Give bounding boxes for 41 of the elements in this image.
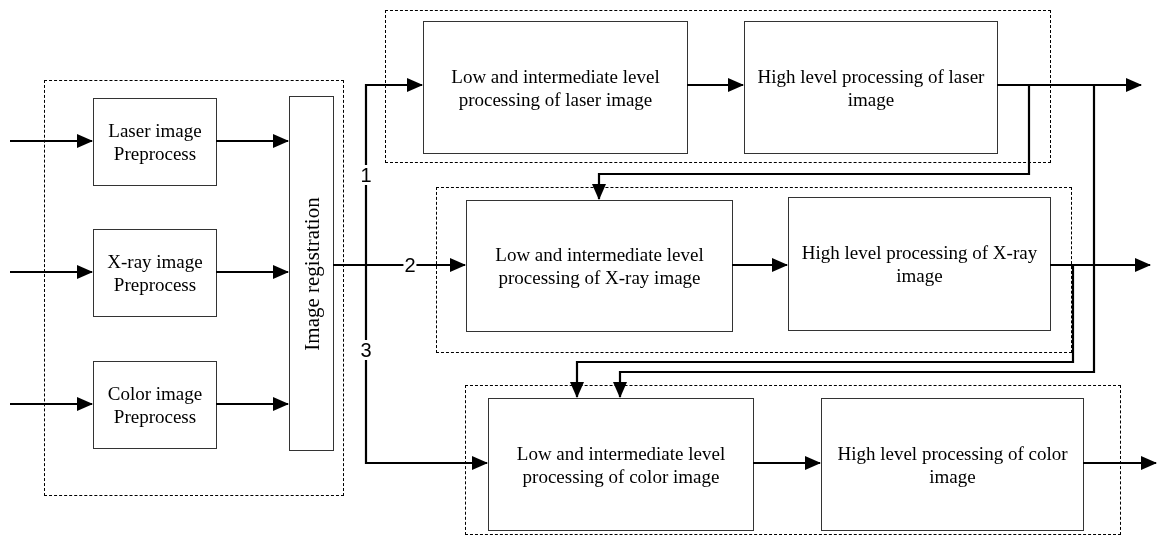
process-box <box>93 361 217 449</box>
box-label: Color image Preprocess <box>106 382 204 428</box>
box-label: High level processing of laser image <box>756 64 986 111</box>
arrow <box>592 83 1031 200</box>
process-box <box>466 200 733 332</box>
process-box <box>488 398 754 531</box>
box-label: High level processing of X-ray image <box>800 241 1039 287</box>
arrow <box>10 397 93 411</box>
arrow <box>732 258 788 272</box>
process-box <box>788 197 1051 331</box>
arrow <box>753 456 821 470</box>
edge-label: 2 <box>403 255 417 275</box>
arrow <box>613 83 1096 398</box>
box-label: Low and intermediate level processing of X-ray image <box>494 243 705 289</box>
arrow <box>1083 456 1157 470</box>
process-box <box>93 229 217 317</box>
process-box <box>289 96 334 451</box>
arrow <box>10 134 93 148</box>
box-label: Laser image Preprocess <box>107 119 203 165</box>
arrow <box>570 263 1075 398</box>
process-box <box>744 21 998 154</box>
process-box <box>93 98 217 186</box>
box-label: Low and intermediate level processing of laser image <box>450 64 661 111</box>
box-label: High level processing of color image <box>836 441 1069 488</box>
arrow <box>333 263 488 470</box>
arrow <box>216 134 289 148</box>
box-label: Low and intermediate level processing of color image <box>515 441 727 488</box>
box-label: Image registration <box>300 196 323 351</box>
box-label: X-ray image Preprocess <box>106 250 204 296</box>
group-frame <box>44 80 344 496</box>
arrow <box>216 265 289 279</box>
group-frame <box>385 10 1051 163</box>
arrow <box>687 78 744 92</box>
process-box <box>821 398 1084 531</box>
arrow <box>10 265 93 279</box>
process-box <box>423 21 688 154</box>
arrow <box>216 397 289 411</box>
edge-label: 3 <box>359 340 373 360</box>
group-frame <box>436 187 1072 353</box>
edge-label: 1 <box>359 165 373 185</box>
group-frame <box>465 385 1121 535</box>
